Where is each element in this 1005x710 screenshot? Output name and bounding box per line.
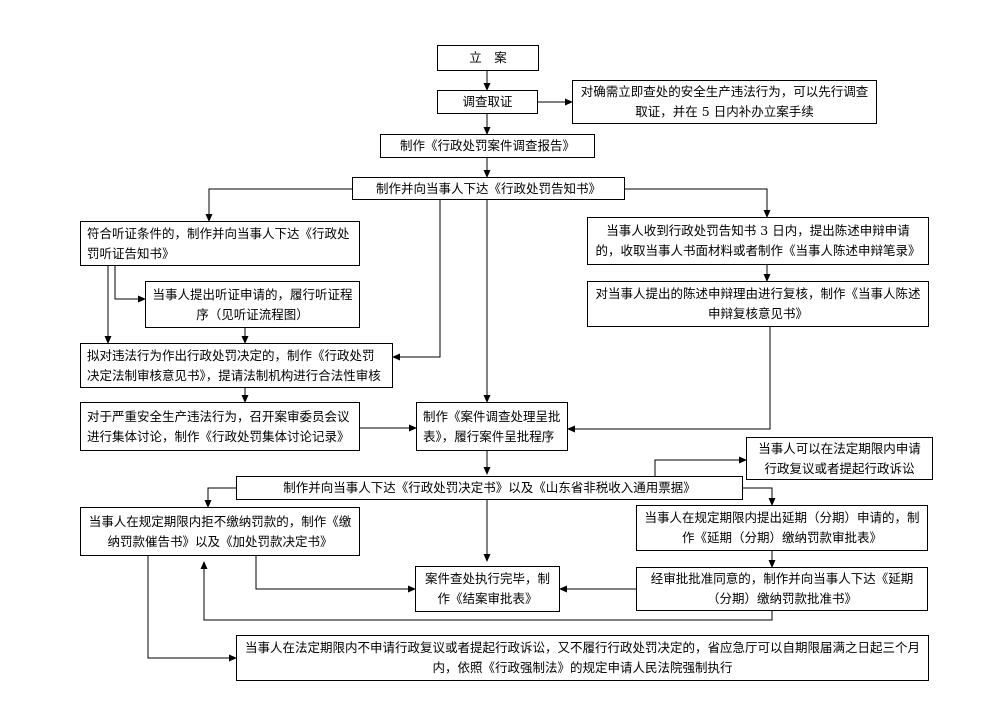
node-fuyi-text: 当事人可以在法定期限内申请行政复议或者提起行政诉讼 bbox=[758, 440, 921, 476]
node-baogao-text: 制作《行政处罚案件调查报告》 bbox=[399, 138, 575, 153]
node-tingzheng-text: 符合听证条件的，制作并向当事人下达《行政处罚听证告知书》 bbox=[87, 225, 350, 261]
arrow-jujiao-to-jiean bbox=[255, 556, 416, 593]
node-diaocha: 调查取证 bbox=[437, 90, 538, 114]
node-diaocha-note: 对确需立即查处的安全生产违法行为，可以先行调查取证，并在 5 日内补办立案手续 bbox=[572, 80, 877, 124]
node-jueding-text: 制作并向当事人下达《行政处罚决定书》以及《山东省非税收入通用票据》 bbox=[283, 480, 696, 495]
arrow-lines bbox=[104, 71, 776, 662]
arrow-gaozhi-to-chenshu bbox=[625, 188, 771, 218]
node-jujiao-text: 当事人在规定期限内拒不缴纳罚款的，制作《缴纳罚款催告书》以及《加处罚款决定书》 bbox=[88, 513, 352, 549]
node-qiangzhi-text: 当事人在法定期限内不申请行政复议或者提起行政诉讼，又不履行行政处罚决定的，省应急… bbox=[244, 640, 920, 675]
node-ni-jueding: 拟对违法行为作出行政处罚决定的，制作《行政处罚决定法制审核意见书》，提请法制机构… bbox=[80, 343, 393, 388]
node-jueding: 制作并向当事人下达《行政处罚决定书》以及《山东省非税收入通用票据》 bbox=[236, 476, 743, 500]
node-gaozhi: 制作并向当事人下达《行政处罚告知书》 bbox=[352, 177, 625, 200]
node-chenshu: 当事人收到行政处罚告知书 3 日内，提出陈述申辩申请的，收取当事人书面材料或者制… bbox=[587, 217, 929, 265]
node-fuhe-text: 对当事人提出的陈述申辩理由进行复核，制作《当事人陈述申辩复核意见书》 bbox=[595, 286, 921, 321]
node-chenshu-text: 当事人收到行政处罚告知书 3 日内，提出陈述申辩申请的，收取当事人书面材料或者制… bbox=[595, 223, 921, 258]
node-chengpi: 制作《案件调查处理呈批表》，履行案件呈批程序 bbox=[416, 402, 568, 451]
node-jiti-text: 对于严重安全生产违法行为，召开案审委员会议进行集体讨论，制作《行政处罚集体讨论记… bbox=[87, 408, 350, 444]
node-jiean-text: 案件查处执行完毕，制作《结案审批表》 bbox=[424, 571, 550, 606]
node-baogao: 制作《行政处罚案件调查报告》 bbox=[380, 134, 595, 158]
node-lian-text: 立 案 bbox=[469, 50, 507, 65]
node-diaocha-note-text: 对确需立即查处的安全生产违法行为，可以先行调查取证，并在 5 日内补办立案手续 bbox=[580, 84, 869, 119]
node-jiti: 对于严重安全生产违法行为，召开案审委员会议进行集体讨论，制作《行政处罚集体讨论记… bbox=[80, 402, 360, 451]
arrow-jujiao-to-qiangzhi bbox=[147, 556, 237, 662]
node-fuyi: 当事人可以在法定期限内申请行政复议或者提起行政诉讼 bbox=[746, 437, 933, 480]
node-pizhun: 经审批批准同意的，制作并向当事人下达《延期（分期）缴纳罚款批准书》 bbox=[636, 567, 928, 611]
arrow-pizhun-to-jujiao bbox=[200, 561, 773, 621]
arrow-jueding-to-fuyi bbox=[654, 456, 747, 476]
node-tingzheng-apply-text: 当事人提出听证申请的，履行听证程序（见听证流程图） bbox=[152, 286, 353, 322]
arrow-jueding-to-jujiao bbox=[204, 487, 236, 508]
node-yanqi-text: 当事人在规定期限内提出延期（分期）申请的，制作《延期（分期）缴纳罚款审批表》 bbox=[644, 510, 920, 545]
arrow-jueding-to-yanqi bbox=[743, 487, 776, 506]
node-fuhe: 对当事人提出的陈述申辩理由进行复核，制作《当事人陈述申辩复核意见书》 bbox=[587, 281, 929, 327]
node-ni-jueding-text: 拟对违法行为作出行政处罚决定的，制作《行政处罚决定法制审核意见书》，提请法制机构… bbox=[87, 347, 381, 383]
arrow-gaozhi-to-ni-jueding bbox=[392, 200, 441, 361]
node-qiangzhi: 当事人在法定期限内不申请行政复议或者提起行政诉讼，又不履行行政处罚决定的，省应急… bbox=[236, 635, 929, 681]
node-chengpi-text: 制作《案件调查处理呈批表》，履行案件呈批程序 bbox=[423, 408, 561, 444]
node-lian: 立 案 bbox=[437, 45, 539, 71]
node-diaocha-text: 调查取证 bbox=[462, 94, 513, 109]
arrow-gaozhi-to-tingzheng bbox=[205, 188, 352, 222]
node-pizhun-text: 经审批批准同意的，制作并向当事人下达《延期（分期）缴纳罚款批准书》 bbox=[650, 571, 914, 606]
arrow-fuhe-to-chengpi bbox=[567, 327, 771, 433]
node-jiean: 案件查处执行完毕，制作《结案审批表》 bbox=[415, 566, 560, 612]
node-yanqi: 当事人在规定期限内提出延期（分期）申请的，制作《延期（分期）缴纳罚款审批表》 bbox=[636, 505, 928, 551]
arrow-tingzheng-to-apply bbox=[114, 266, 146, 303]
node-jujiao: 当事人在规定期限内拒不缴纳罚款的，制作《缴纳罚款催告书》以及《加处罚款决定书》 bbox=[80, 507, 360, 556]
node-tingzheng: 符合听证条件的，制作并向当事人下达《行政处罚听证告知书》 bbox=[80, 221, 360, 266]
node-tingzheng-apply: 当事人提出听证申请的，履行听证程序（见听证流程图） bbox=[145, 281, 360, 328]
node-gaozhi-text: 制作并向当事人下达《行政处罚告知书》 bbox=[375, 180, 601, 196]
